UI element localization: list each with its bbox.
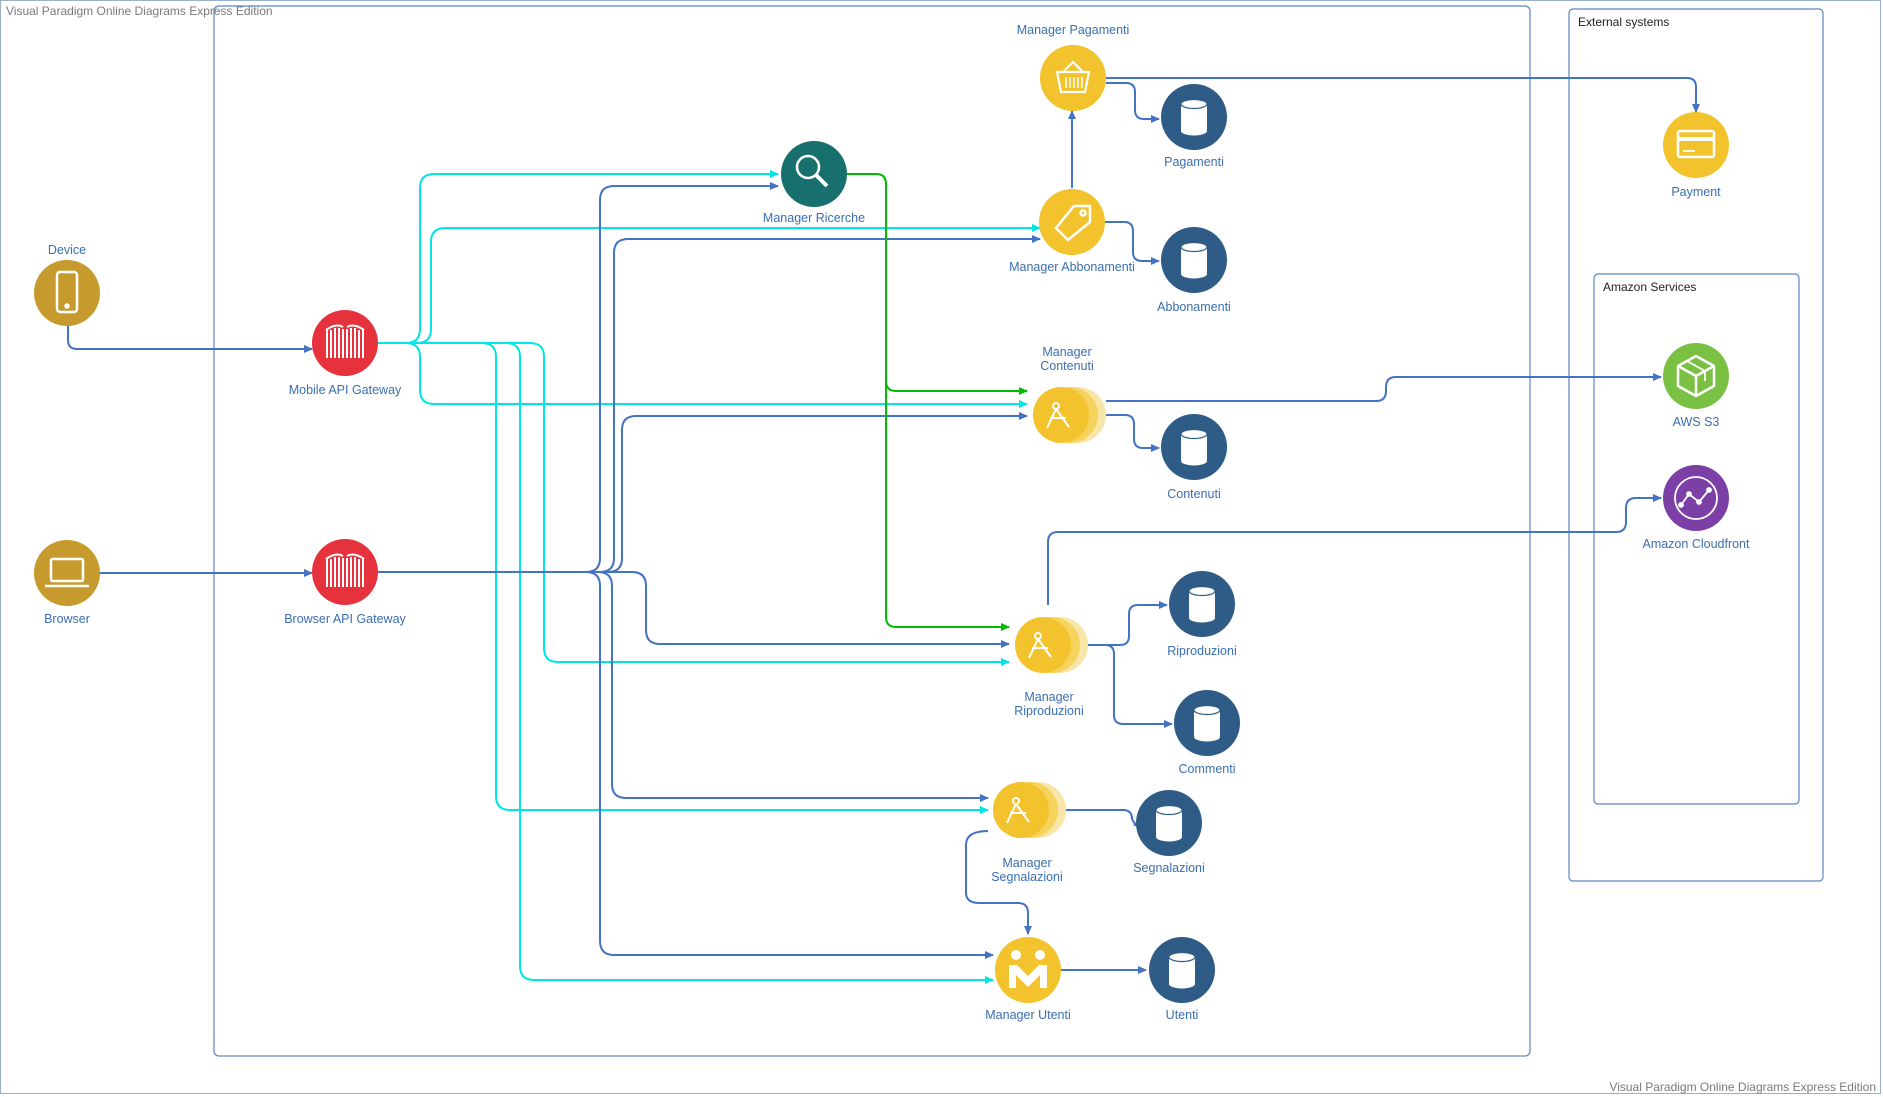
external-systems-group: [1568, 8, 1824, 882]
database-icon: [1180, 428, 1208, 466]
manager-segnalazioni-node[interactable]: Manager Segnalazioni: [991, 782, 1066, 884]
users-icon: [1009, 950, 1047, 988]
aws-s3-label: AWS S3: [1673, 415, 1720, 429]
network-icon: [1674, 476, 1718, 520]
manager-utenti-label: Manager Utenti: [985, 1008, 1070, 1022]
amazon-cloudfront-label: Amazon Cloudfront: [1642, 537, 1750, 551]
manager-utenti-node[interactable]: Manager Utenti: [985, 937, 1071, 1022]
service-edges: [965, 77, 1700, 974]
payment-node[interactable]: Payment: [1663, 112, 1729, 199]
db-utenti-node[interactable]: Utenti: [1149, 937, 1215, 1022]
manager-riproduzioni-label-line2: Riproduzioni: [1014, 704, 1083, 718]
manager-riproduzioni-label-line1: Manager: [1024, 690, 1073, 704]
manager-ricerche-node[interactable]: Manager Ricerche: [763, 141, 865, 225]
amazon-services-group: [1593, 273, 1800, 805]
db-segnalazioni-label: Segnalazioni: [1133, 861, 1205, 875]
db-abbonamenti-node[interactable]: Abbonamenti: [1157, 227, 1231, 314]
ricerche-edges: [845, 173, 1028, 631]
manager-pagamenti-node[interactable]: Manager Pagamenti: [1017, 23, 1130, 111]
magnifier-icon: [795, 154, 829, 188]
db-pagamenti-label: Pagamenti: [1164, 155, 1224, 169]
db-riproduzioni-label: Riproduzioni: [1167, 644, 1236, 658]
credit-card-icon: [1676, 129, 1716, 159]
manager-riproduzioni-node[interactable]: Manager Riproduzioni: [1014, 617, 1088, 718]
manager-segnalazioni-label-line1: Manager: [1002, 856, 1051, 870]
manager-abbonamenti-label: Manager Abbonamenti: [1009, 260, 1135, 274]
gate-icon: [325, 553, 365, 587]
db-commenti-node[interactable]: Commenti: [1174, 690, 1240, 776]
payment-label: Payment: [1671, 185, 1721, 199]
db-contenuti-label: Contenuti: [1167, 487, 1221, 501]
amazon-services-label: Amazon Services: [1603, 280, 1696, 294]
database-icon: [1180, 241, 1208, 279]
mobile-gateway-edges: [378, 170, 1041, 984]
browser-api-gateway-label: Browser API Gateway: [284, 612, 406, 626]
db-pagamenti-node[interactable]: Pagamenti: [1161, 84, 1227, 169]
manager-ricerche-label: Manager Ricerche: [763, 211, 865, 225]
manager-contenuti-label-line2: Contenuti: [1040, 359, 1094, 373]
browser-gateway-edges: [378, 182, 1041, 959]
database-icon: [1155, 804, 1183, 842]
cube-icon: [1676, 354, 1716, 398]
browser-label: Browser: [44, 612, 90, 626]
device-node[interactable]: Device: [34, 243, 100, 326]
client-edges: [67, 326, 313, 577]
compass-icon: [1028, 632, 1052, 659]
laptop-icon: [45, 557, 89, 588]
external-systems-label: External systems: [1578, 15, 1669, 29]
manager-pagamenti-label: Manager Pagamenti: [1017, 23, 1130, 37]
db-abbonamenti-label: Abbonamenti: [1157, 300, 1231, 314]
smartphone-icon: [55, 270, 79, 314]
db-riproduzioni-node[interactable]: Riproduzioni: [1167, 571, 1237, 658]
watermark-top: Visual Paradigm Online Diagrams Express …: [6, 4, 273, 18]
manager-abbonamenti-node[interactable]: Manager Abbonamenti: [1009, 189, 1135, 274]
database-icon: [1188, 585, 1216, 623]
db-utenti-label: Utenti: [1166, 1008, 1199, 1022]
manager-contenuti-label-line1: Manager: [1042, 345, 1091, 359]
browser-api-gateway-node[interactable]: Browser API Gateway: [284, 539, 407, 626]
tag-icon: [1054, 204, 1092, 242]
compass-icon: [1046, 402, 1070, 429]
mobile-api-gateway-node[interactable]: Mobile API Gateway: [289, 310, 402, 397]
db-commenti-label: Commenti: [1179, 762, 1236, 776]
gate-icon: [325, 324, 365, 358]
basket-icon: [1055, 60, 1091, 94]
device-label: Device: [48, 243, 86, 257]
manager-segnalazioni-label-line2: Segnalazioni: [991, 870, 1063, 884]
aws-s3-node[interactable]: AWS S3: [1663, 343, 1729, 429]
mobile-api-gateway-label: Mobile API Gateway: [289, 383, 402, 397]
database-icon: [1168, 951, 1196, 989]
database-icon: [1180, 98, 1208, 136]
browser-node[interactable]: Browser: [34, 540, 100, 626]
db-contenuti-node[interactable]: Contenuti: [1161, 414, 1227, 501]
manager-contenuti-node[interactable]: Manager Contenuti: [1033, 345, 1106, 443]
watermark-bottom: Visual Paradigm Online Diagrams Express …: [1609, 1080, 1876, 1094]
database-icon: [1193, 704, 1221, 742]
db-segnalazioni-node[interactable]: Segnalazioni: [1133, 790, 1205, 875]
amazon-cloudfront-node[interactable]: Amazon Cloudfront: [1642, 465, 1750, 551]
compass-icon: [1006, 797, 1030, 824]
